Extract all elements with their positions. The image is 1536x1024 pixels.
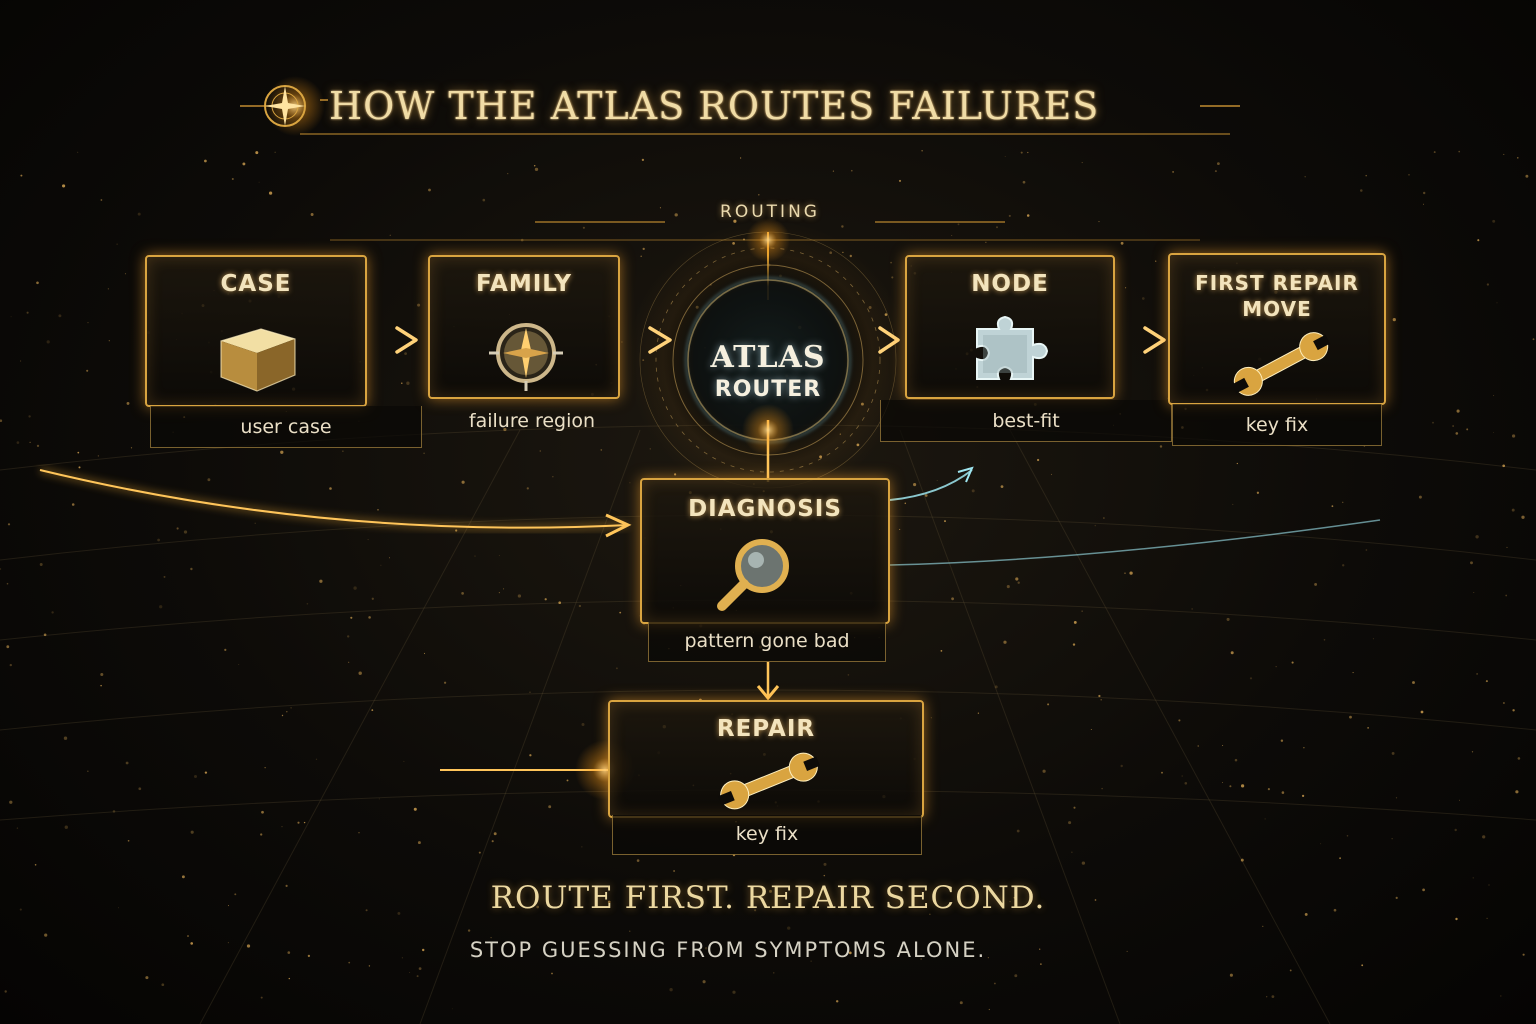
node-family-title: FAMILY <box>475 271 573 297</box>
cube-icon <box>220 328 296 392</box>
node-repair-caption: key fix <box>612 815 922 855</box>
node-node-title: NODE <box>971 271 1049 297</box>
magnifier-icon <box>717 539 789 611</box>
atlas-router: ATLAS ROUTER <box>668 340 868 402</box>
node-first-repair-title-2: MOVE <box>1242 297 1312 321</box>
node-repair-title: REPAIR <box>716 716 816 742</box>
node-diagnosis-title: DIAGNOSIS <box>688 496 842 522</box>
node-family: FAMILY <box>428 255 620 399</box>
section-label-routing: ROUTING <box>720 202 820 222</box>
router-title: ATLAS <box>710 340 826 375</box>
node-diagnosis-caption: pattern gone bad <box>648 622 886 662</box>
page-title: HOW THE ATLAS ROUTES FAILURES <box>329 84 1100 128</box>
tagline: ROUTE FIRST. REPAIR SECOND. <box>490 880 1046 916</box>
router-subtitle: ROUTER <box>714 377 822 402</box>
node-case-caption: user case <box>150 406 422 448</box>
node-first-repair: FIRST REPAIR MOVE <box>1168 253 1386 405</box>
node-diagnosis: DIAGNOSIS <box>640 478 890 624</box>
node-first-repair-title-1: FIRST REPAIR <box>1195 271 1359 295</box>
wrench-icon <box>1231 332 1331 396</box>
node-first-repair-caption: key fix <box>1172 404 1382 446</box>
compass-icon <box>489 323 563 391</box>
wrench-icon <box>717 752 821 810</box>
title-banner: HOW THE ATLAS ROUTES FAILURES <box>255 78 1235 134</box>
node-repair: REPAIR <box>608 700 924 818</box>
node-case: CASE <box>145 255 367 407</box>
node-node: NODE <box>905 255 1115 399</box>
compass-star-icon <box>264 85 306 127</box>
subline: STOP GUESSING FROM SYMPTOMS ALONE. <box>469 938 987 962</box>
node-node-caption: best-fit <box>880 400 1172 442</box>
puzzle-piece-icon <box>976 315 1049 380</box>
node-case-title: CASE <box>220 271 292 297</box>
node-family-caption: failure region <box>468 410 596 432</box>
